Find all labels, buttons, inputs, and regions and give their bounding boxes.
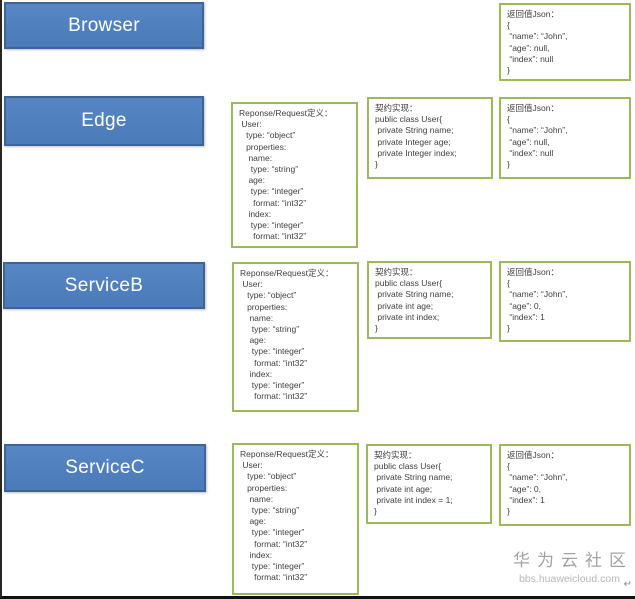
watermark-title: 华为云社区 <box>513 551 633 570</box>
node-servicec: ServiceC <box>4 444 206 492</box>
box-body: { “name”: “John”, “age”: null, “index”: … <box>507 114 568 170</box>
servicec-definition-box: Reponse/Request定义： User: type: “object” … <box>232 443 359 595</box>
box-body: { “name”: “John”, “age”: 0, “index”: 1 } <box>507 461 568 517</box>
box-body: User: type: “object” properties: name: t… <box>242 460 308 583</box>
huawei-cloud-watermark: 华为云社区 bbs.huaweicloud.com <box>513 546 626 585</box>
node-edge: Edge <box>4 96 204 146</box>
serviceb-contract-impl-box: 契约实现： public class User{ private String … <box>367 261 492 339</box>
serviceb-return-json-box: 返回值Json： { “name”: “John”, “age”: 0, “in… <box>499 261 631 342</box>
node-browser: Browser <box>4 2 204 49</box>
servicec-return-json-box: 返回值Json： { “name”: “John”, “age”: 0, “in… <box>499 444 631 526</box>
watermark-url: bbs.huaweicloud.com <box>519 573 620 585</box>
box-title: Reponse/Request定义： <box>239 108 333 118</box>
edge-contract-impl-box: 契约实现： public class User{ private String … <box>367 97 493 179</box>
box-body: public class User{ private String name; … <box>375 114 457 170</box>
edge-definition-box: Reponse/Request定义： User: type: “object” … <box>231 102 358 248</box>
box-title: 返回值Json： <box>507 267 559 277</box>
serviceb-definition-box: Reponse/Request定义： User: type: “object” … <box>232 262 359 412</box>
box-title: 返回值Json： <box>507 103 559 113</box>
servicec-contract-impl-box: 契约实现： public class User{ private String … <box>366 444 492 524</box>
box-title: Reponse/Request定义： <box>240 449 334 459</box>
box-title: 返回值Json： <box>507 450 559 460</box>
box-body: { “name”: “John”, “age”: 0, “index”: 1 } <box>507 278 568 334</box>
box-body: User: type: “object” properties: name: t… <box>242 279 308 402</box>
box-body: public class User{ private String name; … <box>374 461 453 517</box>
node-serviceb: ServiceB <box>3 262 205 309</box>
box-title: 契约实现： <box>374 450 417 460</box>
box-body: public class User{ private String name; … <box>375 278 454 334</box>
edge-return-json-box: 返回值Json： { “name”: “John”, “age”: null, … <box>499 97 631 179</box>
box-title: Reponse/Request定义： <box>240 268 334 278</box>
box-body: User: type: “object” properties: name: t… <box>241 119 307 242</box>
box-body: { “name”: “John”, “age”: null, “index”: … <box>507 20 568 76</box>
browser-return-json-box: 返回值Json： { “name”: “John”, “age”: null, … <box>499 3 631 81</box>
box-title: 返回值Json： <box>507 9 559 19</box>
return-mark-icon: ↵ <box>623 579 632 590</box>
box-title: 契约实现： <box>375 267 418 277</box>
box-title: 契约实现： <box>375 103 418 113</box>
